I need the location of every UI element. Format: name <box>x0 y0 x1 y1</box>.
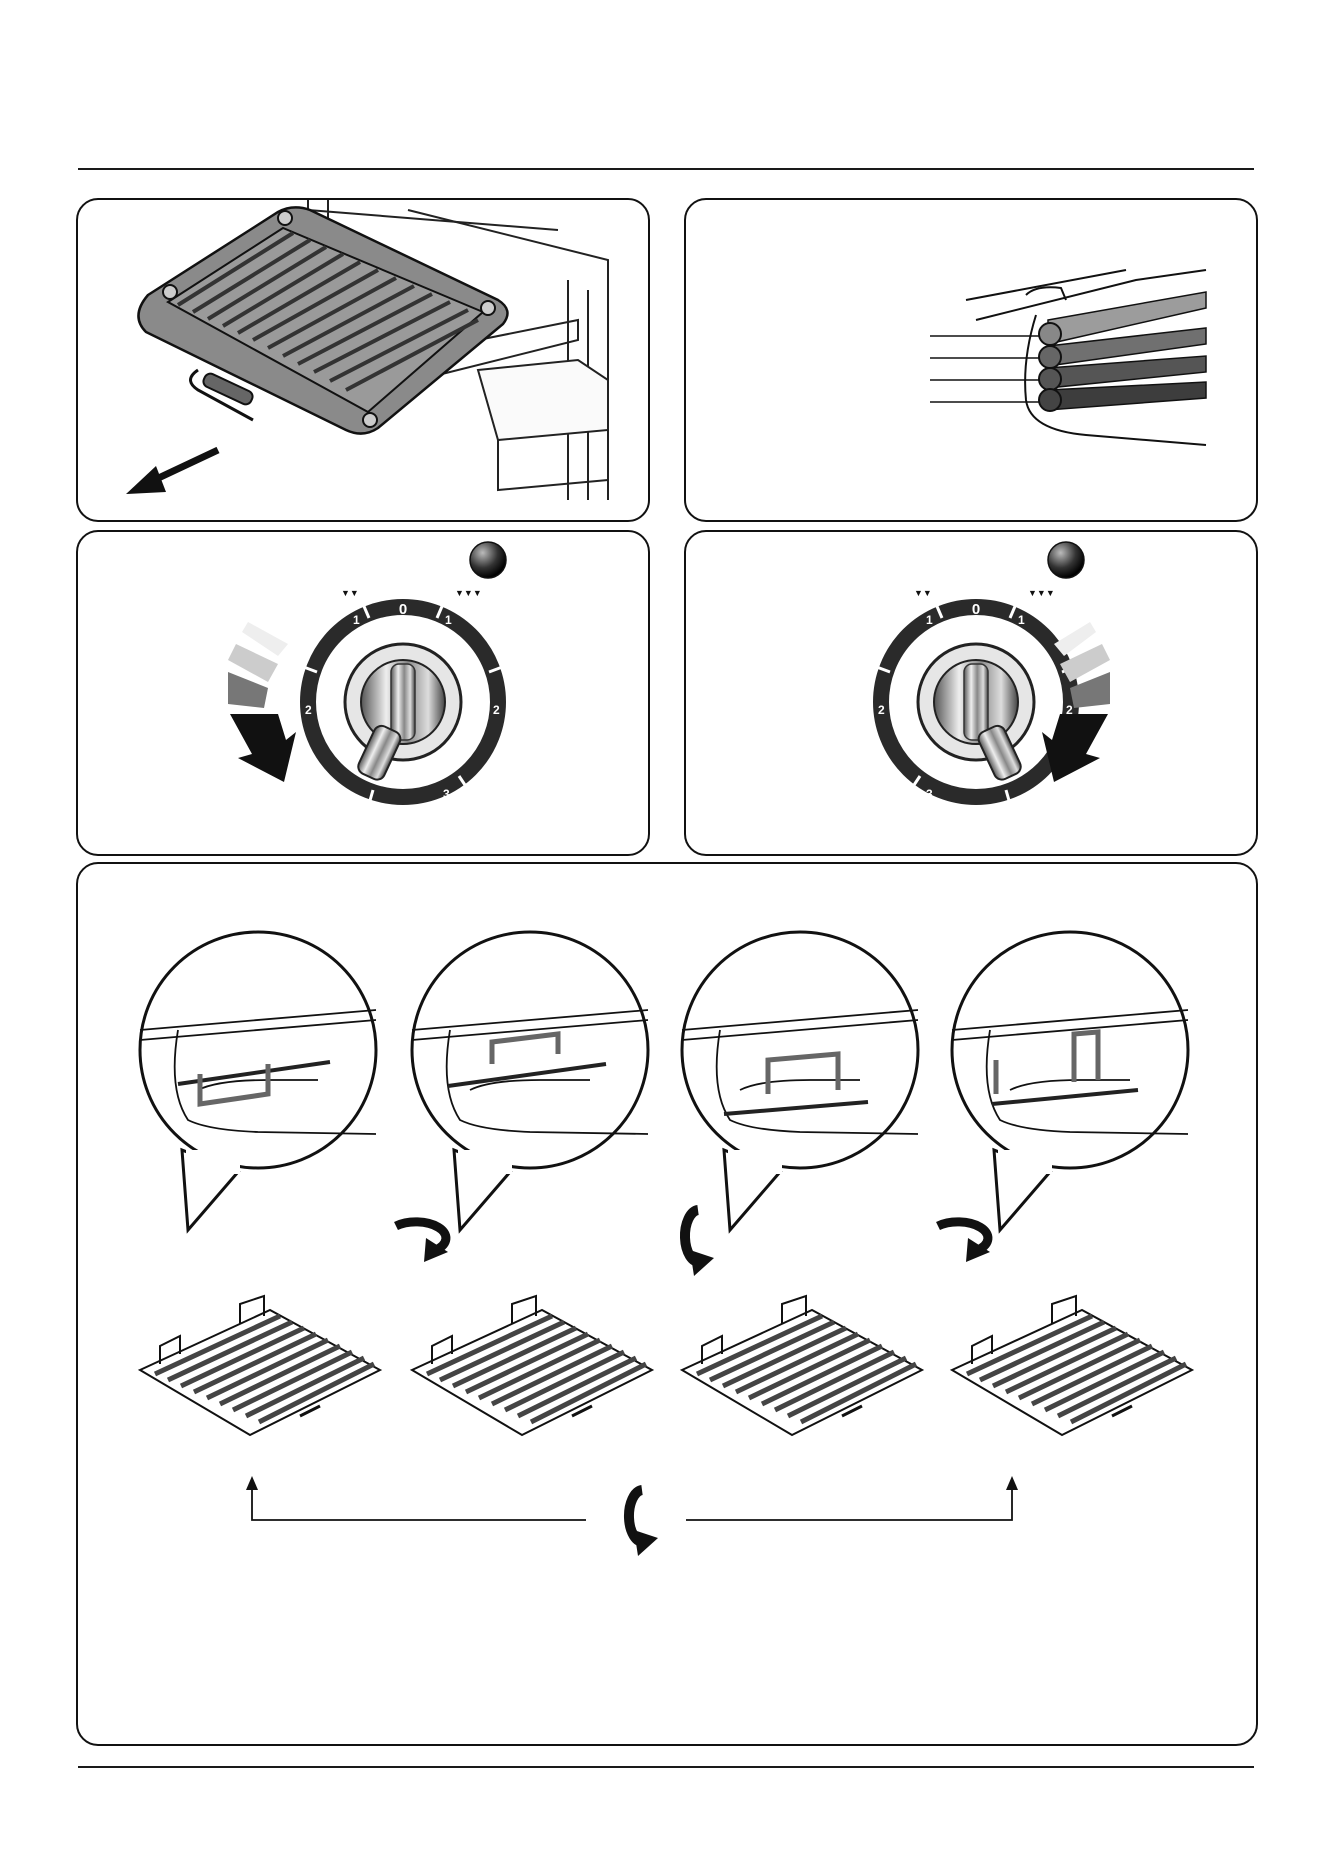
dial-label-left-1: 1 <box>353 613 360 627</box>
footer-rule <box>78 1766 1254 1768</box>
rotate-rack-icon <box>938 1222 990 1262</box>
panel-grill-pan <box>76 198 650 522</box>
dial-label-right-1: 1 <box>445 613 452 627</box>
turn-arrow-icon <box>230 714 296 782</box>
control-knob-icon: 0 1 1 2 2 3 ▼▼ ▼▼▼ <box>686 532 1258 856</box>
rack-position-callout-icon <box>78 864 1258 1746</box>
dial-label-left-2: 2 <box>305 703 312 717</box>
grill-rack-icon <box>682 1296 922 1435</box>
indicator-lamp-icon <box>470 542 506 578</box>
grill-rack-icon <box>952 1296 1192 1435</box>
rotate-rack-icon <box>396 1222 448 1262</box>
dial-label-zero: 0 <box>399 601 407 618</box>
indicator-lamp-icon <box>1048 542 1084 578</box>
grill-pan-handle-positions-icon <box>686 200 1258 522</box>
heat-scale-icon <box>1054 622 1110 708</box>
pull-out-arrow-icon <box>126 450 218 494</box>
small-flame-marker: ▼▼ <box>341 588 359 598</box>
dial-label-left-1: 1 <box>926 613 933 627</box>
large-flame-marker: ▼▼▼ <box>1028 588 1055 598</box>
dial-label-right-2: 2 <box>493 703 500 717</box>
dial-label-right-1: 1 <box>1018 613 1025 627</box>
panel-dial-left: 0 1 1 2 2 3 ▼▼ ▼▼▼ <box>76 530 650 856</box>
large-flame-marker: ▼▼▼ <box>455 588 482 598</box>
panel-handle-positions <box>684 198 1258 522</box>
turn-arrow-icon <box>1042 714 1108 782</box>
control-knob-icon: 0 1 1 2 2 3 ▼▼ ▼▼▼ <box>78 532 650 856</box>
small-flame-marker: ▼▼ <box>914 588 932 598</box>
grill-pan-icon <box>78 200 650 522</box>
dial-label-zero: 0 <box>972 601 980 618</box>
dial-label-left-2: 2 <box>878 703 885 717</box>
header-rule <box>78 168 1254 170</box>
flip-rack-icon <box>685 1210 714 1276</box>
grill-rack-icon <box>140 1296 380 1435</box>
dial-label-bottom-3: 3 <box>926 787 933 801</box>
panel-dial-right: 0 1 1 2 2 3 ▼▼ ▼▼▼ <box>684 530 1258 856</box>
grill-rack-icon <box>412 1296 652 1435</box>
dial-label-bottom-3: 3 <box>443 787 450 801</box>
heat-scale-icon <box>228 622 288 708</box>
flip-rack-icon <box>629 1490 658 1556</box>
panel-rack-positions <box>76 862 1258 1746</box>
